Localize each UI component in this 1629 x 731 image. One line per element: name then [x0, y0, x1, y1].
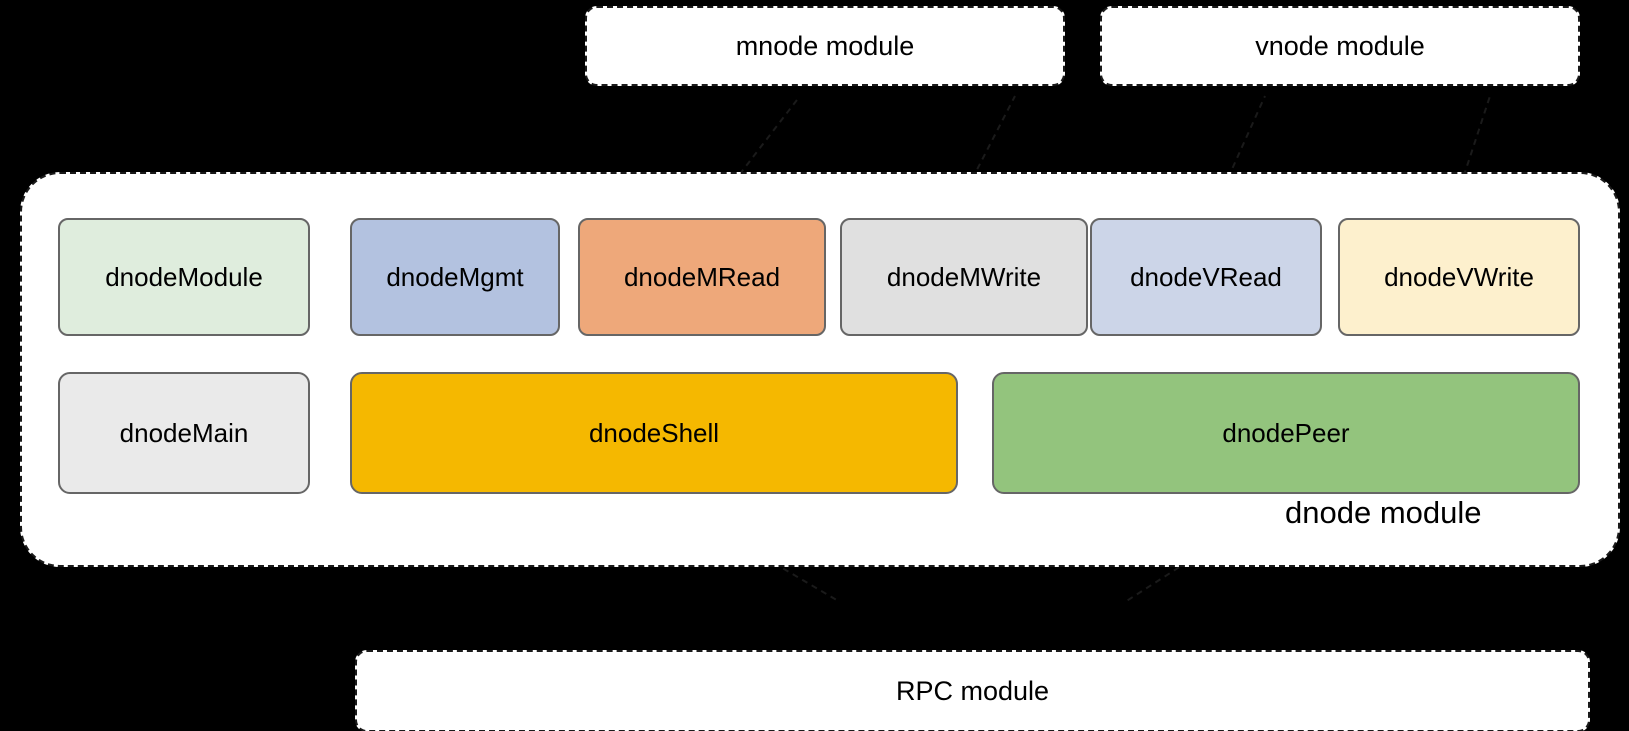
module-rpc-label: RPC module	[895, 675, 1050, 706]
box-dnodeMWrite-label: dnodeMWrite	[886, 261, 1042, 292]
box-dnodeMain: dnodeMain	[58, 372, 310, 494]
dnode-module-label: dnode module	[1285, 495, 1482, 530]
box-dnodeMgmt: dnodeMgmt	[350, 218, 560, 336]
box-dnodeShell-label: dnodeShell	[588, 417, 720, 448]
box-dnodeModule-label: dnodeModule	[105, 261, 263, 292]
box-dnodeMain-label: dnodeMain	[119, 417, 249, 448]
box-dnodePeer: dnodePeer	[992, 372, 1580, 494]
module-rpc: RPC module	[355, 650, 1590, 731]
box-dnodeModule: dnodeModule	[58, 218, 310, 336]
box-dnodeVRead: dnodeVRead	[1090, 218, 1322, 336]
box-dnodeShell: dnodeShell	[350, 372, 958, 494]
module-mnode-label: mnode module	[735, 30, 915, 61]
box-dnodeMgmt-label: dnodeMgmt	[386, 261, 524, 292]
module-vnode: vnode module	[1100, 6, 1580, 86]
box-dnodePeer-label: dnodePeer	[1222, 417, 1350, 448]
module-vnode-label: vnode module	[1255, 30, 1425, 61]
module-mnode: mnode module	[585, 6, 1065, 86]
box-dnodeVRead-label: dnodeVRead	[1130, 261, 1282, 292]
box-dnodeMRead: dnodeMRead	[578, 218, 826, 336]
box-dnodeMWrite: dnodeMWrite	[840, 218, 1088, 336]
box-dnodeVWrite: dnodeVWrite	[1338, 218, 1580, 336]
box-dnodeMRead-label: dnodeMRead	[623, 261, 781, 292]
box-dnodeVWrite-label: dnodeVWrite	[1384, 261, 1534, 292]
